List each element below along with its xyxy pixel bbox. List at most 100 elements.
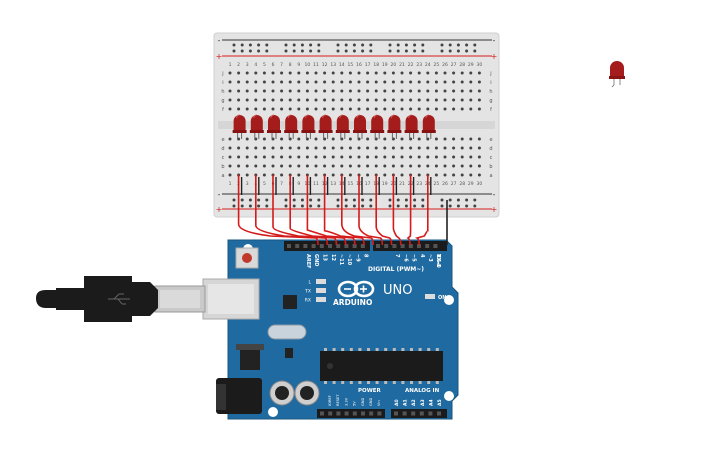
breadboard-hole[interactable] bbox=[297, 164, 301, 168]
breadboard-hole[interactable] bbox=[469, 146, 473, 150]
header-socket[interactable] bbox=[319, 244, 324, 248]
rail-hole[interactable] bbox=[344, 49, 348, 53]
rail-hole[interactable] bbox=[404, 198, 408, 202]
breadboard-hole[interactable] bbox=[271, 164, 275, 168]
red-led[interactable] bbox=[301, 114, 316, 133]
breadboard-hole[interactable] bbox=[271, 107, 275, 111]
header-socket[interactable] bbox=[328, 244, 332, 248]
breadboard-hole[interactable] bbox=[245, 173, 249, 177]
breadboard-hole[interactable] bbox=[400, 80, 404, 84]
breadboard-hole[interactable] bbox=[452, 80, 456, 84]
breadboard-hole[interactable] bbox=[340, 98, 344, 102]
breadboard-hole[interactable] bbox=[228, 89, 232, 93]
breadboard-hole[interactable] bbox=[417, 71, 421, 75]
usb-cable[interactable] bbox=[36, 276, 206, 322]
rail-hole[interactable] bbox=[300, 43, 304, 47]
breadboard-hole[interactable] bbox=[280, 164, 284, 168]
breadboard-hole[interactable] bbox=[469, 164, 473, 168]
rail-hole[interactable] bbox=[369, 43, 373, 47]
breadboard-holes[interactable] bbox=[228, 43, 481, 208]
breadboard-hole[interactable] bbox=[340, 155, 344, 159]
rail-hole[interactable] bbox=[448, 204, 452, 208]
header-socket[interactable] bbox=[352, 411, 357, 416]
breadboard-hole[interactable] bbox=[288, 80, 292, 84]
breadboard-hole[interactable] bbox=[340, 146, 344, 150]
breadboard-hole[interactable] bbox=[323, 155, 327, 159]
breadboard-hole[interactable] bbox=[434, 71, 438, 75]
header-socket[interactable] bbox=[344, 411, 349, 416]
breadboard-hole[interactable] bbox=[366, 107, 370, 111]
breadboard-hole[interactable] bbox=[434, 155, 438, 159]
breadboard-hole[interactable] bbox=[357, 146, 361, 150]
breadboard-hole[interactable] bbox=[237, 146, 241, 150]
breadboard-hole[interactable] bbox=[348, 107, 352, 111]
breadboard-hole[interactable] bbox=[314, 164, 318, 168]
breadboard-hole[interactable] bbox=[366, 71, 370, 75]
rail-hole[interactable] bbox=[284, 43, 288, 47]
breadboard-hole[interactable] bbox=[434, 80, 438, 84]
breadboard-hole[interactable] bbox=[245, 155, 249, 159]
breadboard-hole[interactable] bbox=[262, 71, 266, 75]
rail-hole[interactable] bbox=[284, 204, 288, 208]
breadboard-hole[interactable] bbox=[271, 89, 275, 93]
breadboard-hole[interactable] bbox=[374, 107, 378, 111]
breadboard-hole[interactable] bbox=[434, 164, 438, 168]
breadboard-hole[interactable] bbox=[469, 98, 473, 102]
breadboard-hole[interactable] bbox=[434, 137, 438, 141]
breadboard-hole[interactable] bbox=[477, 164, 481, 168]
breadboard-hole[interactable] bbox=[348, 98, 352, 102]
breadboard-hole[interactable] bbox=[348, 80, 352, 84]
breadboard-hole[interactable] bbox=[331, 164, 335, 168]
rail-hole[interactable] bbox=[440, 204, 444, 208]
breadboard-hole[interactable] bbox=[280, 89, 284, 93]
breadboard-hole[interactable] bbox=[391, 71, 395, 75]
breadboard-hole[interactable] bbox=[409, 164, 413, 168]
breadboard-hole[interactable] bbox=[434, 173, 438, 177]
breadboard-hole[interactable] bbox=[280, 107, 284, 111]
rail-hole[interactable] bbox=[292, 204, 296, 208]
breadboard-hole[interactable] bbox=[391, 80, 395, 84]
rail-hole[interactable] bbox=[361, 198, 365, 202]
rail-hole[interactable] bbox=[257, 49, 261, 53]
breadboard-hole[interactable] bbox=[305, 146, 309, 150]
rail-hole[interactable] bbox=[317, 43, 321, 47]
rail-hole[interactable] bbox=[369, 198, 373, 202]
breadboard-hole[interactable] bbox=[426, 89, 430, 93]
signal-wire[interactable] bbox=[306, 175, 356, 246]
rail-hole[interactable] bbox=[465, 204, 469, 208]
breadboard-hole[interactable] bbox=[443, 80, 447, 84]
breadboard-hole[interactable] bbox=[297, 89, 301, 93]
header-socket[interactable] bbox=[352, 244, 357, 248]
header-socket[interactable] bbox=[295, 244, 300, 248]
breadboard-hole[interactable] bbox=[434, 98, 438, 102]
rail-hole[interactable] bbox=[240, 43, 244, 47]
breadboard-hole[interactable] bbox=[383, 137, 387, 141]
breadboard-hole[interactable] bbox=[237, 80, 241, 84]
breadboard-hole[interactable] bbox=[460, 107, 464, 111]
breadboard-hole[interactable] bbox=[228, 164, 232, 168]
breadboard-hole[interactable] bbox=[383, 80, 387, 84]
breadboard-hole[interactable] bbox=[340, 71, 344, 75]
breadboard-hole[interactable] bbox=[297, 107, 301, 111]
breadboard-hole[interactable] bbox=[297, 71, 301, 75]
rail-hole[interactable] bbox=[240, 204, 244, 208]
rail-hole[interactable] bbox=[292, 43, 296, 47]
breadboard-hole[interactable] bbox=[477, 89, 481, 93]
breadboard-hole[interactable] bbox=[280, 98, 284, 102]
rail-hole[interactable] bbox=[404, 204, 408, 208]
breadboard-hole[interactable] bbox=[366, 164, 370, 168]
breadboard-hole[interactable] bbox=[331, 137, 335, 141]
breadboard-hole[interactable] bbox=[443, 173, 447, 177]
breadboard-hole[interactable] bbox=[254, 107, 258, 111]
breadboard-hole[interactable] bbox=[262, 155, 266, 159]
breadboard-hole[interactable] bbox=[443, 89, 447, 93]
breadboard-hole[interactable] bbox=[366, 137, 370, 141]
rail-hole[interactable] bbox=[473, 49, 477, 53]
signal-wire[interactable] bbox=[272, 175, 338, 246]
breadboard-hole[interactable] bbox=[288, 155, 292, 159]
breadboard-hole[interactable] bbox=[374, 146, 378, 150]
red-led[interactable] bbox=[370, 114, 385, 133]
breadboard-hole[interactable] bbox=[443, 155, 447, 159]
breadboard-hole[interactable] bbox=[254, 164, 258, 168]
rail-hole[interactable] bbox=[388, 198, 392, 202]
